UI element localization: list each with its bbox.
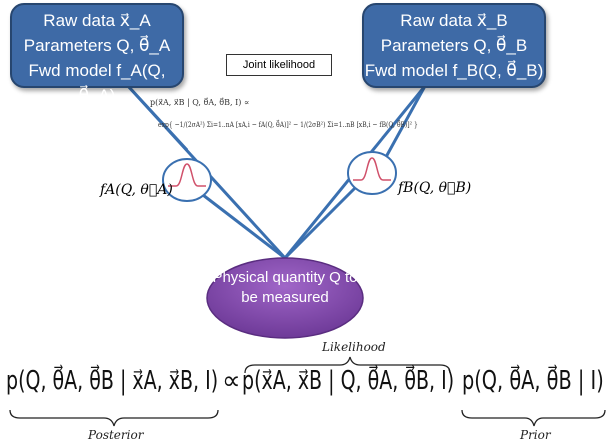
physical-quantity-text: Physical quantity Q to be measured	[212, 269, 358, 306]
proportional-symbol: ∝	[222, 366, 241, 396]
physical-quantity-ellipse	[206, 257, 364, 339]
model-a-label: fA(Q, θ⃗A)	[100, 182, 173, 198]
likelihood-label: Likelihood	[322, 340, 386, 354]
posterior-expression: p(Q, θ⃗A, θ⃗B | x⃗A, x⃗B, I)	[6, 366, 219, 396]
posterior-label: Posterior	[88, 428, 144, 442]
prior-label: Prior	[520, 428, 551, 442]
raw-data-b: Raw data x⃗_B	[400, 11, 508, 30]
model-a-circle	[162, 158, 212, 202]
prior-brace	[461, 409, 606, 427]
prior-expression: p(Q, θ⃗A, θ⃗B | I)	[462, 366, 604, 396]
gaussian-b-icon	[353, 157, 391, 181]
fwd-model-a: Fwd model f_A(Q, θ⃗_A)	[28, 61, 166, 105]
raw-data-a: Raw data x⃗_A	[43, 11, 151, 30]
dataset-b-box: Raw data x⃗_B Parameters Q, θ⃗_B Fwd mod…	[362, 3, 546, 88]
joint-likelihood-formula-line2: exp{ −1/(2σA²) Σi=1..nA [xA,i − fA(Q, θ⃗…	[158, 120, 418, 129]
joint-likelihood-label: Joint likelihood	[226, 54, 332, 76]
joint-likelihood-formula-line1: p(x⃗A, x⃗B | Q, θ⃗A, θ⃗B, I) ∝	[150, 98, 250, 107]
parameters-b: Parameters Q, θ⃗_B	[380, 36, 528, 55]
gaussian-a-icon	[168, 163, 206, 187]
posterior-brace	[9, 409, 219, 427]
model-b-circle	[347, 151, 397, 195]
likelihood-brace	[244, 356, 451, 374]
likelihood-expression: p(x⃗A, x⃗B | Q, θ⃗A, θ⃗B, I)	[242, 366, 455, 396]
model-b-label: fB(Q, θ⃗B)	[398, 180, 472, 196]
dataset-a-box: Raw data x⃗_A Parameters Q, θ⃗_A Fwd mod…	[10, 3, 184, 105]
fwd-model-b: Fwd model f_B(Q, θ⃗_B)	[364, 61, 544, 80]
parameters-a: Parameters Q, θ⃗_A	[23, 36, 171, 55]
